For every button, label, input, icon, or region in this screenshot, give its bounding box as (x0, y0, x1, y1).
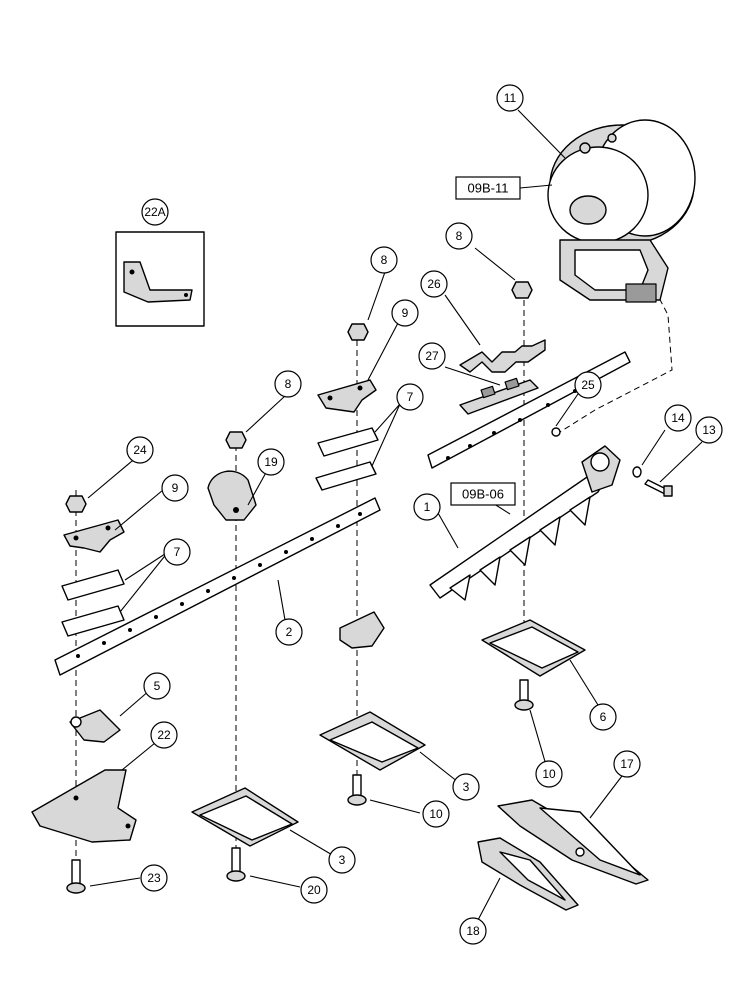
callout-19: 19 (257, 448, 285, 476)
svg-text:18: 18 (466, 924, 480, 938)
svg-text:6: 6 (600, 710, 607, 724)
svg-text:23: 23 (147, 871, 161, 885)
svg-text:26: 26 (427, 277, 441, 291)
part-10-bolts (347, 679, 534, 806)
part-23 (66, 859, 86, 894)
part-13 (644, 479, 673, 497)
part-1-knife (429, 445, 621, 601)
callout-26: 26 (420, 270, 448, 298)
svg-text:11: 11 (504, 91, 517, 105)
svg-text:9: 9 (402, 306, 409, 320)
part-14 (632, 466, 642, 478)
ref-09b-11: 09B-11 (455, 176, 521, 200)
svg-text:5: 5 (154, 679, 161, 693)
callout-22: 22 (150, 721, 178, 749)
part-9-left (63, 519, 125, 553)
part-2-bar (54, 497, 381, 676)
gearbox-assembly (547, 119, 696, 303)
svg-text:1: 1 (424, 500, 431, 514)
callout-8-left: 8 (274, 370, 302, 398)
part-26 (459, 339, 546, 373)
svg-text:9: 9 (172, 481, 179, 495)
callout-6: 6 (589, 703, 617, 731)
part-3-guard-lower (191, 787, 299, 847)
hold-down-clip (339, 611, 385, 649)
part-7-center (315, 427, 379, 491)
part-3-guard-center (319, 711, 426, 771)
svg-text:14: 14 (671, 411, 685, 425)
svg-text:2: 2 (286, 625, 293, 639)
callout-27: 27 (418, 342, 446, 370)
callout-14: 14 (664, 404, 692, 432)
part-22 (31, 769, 137, 843)
part-5 (69, 709, 121, 743)
callout-10-right: 10 (535, 760, 563, 788)
callout-11: 11 (496, 84, 524, 112)
callout-10-center: 10 (422, 800, 450, 828)
callout-1: 1 (413, 493, 441, 521)
svg-text:8: 8 (381, 253, 388, 267)
callout-20: 20 (300, 876, 328, 904)
svg-text:8: 8 (456, 229, 463, 243)
svg-text:3: 3 (339, 853, 346, 867)
callout-13: 13 (695, 416, 723, 444)
callout-7-center: 7 (396, 383, 424, 411)
callout-22a: 22A (141, 198, 169, 226)
callout-3-center: 3 (452, 773, 480, 801)
svg-text:25: 25 (581, 378, 595, 392)
callout-5: 5 (143, 672, 171, 700)
part-8-nuts (225, 281, 533, 449)
callout-24: 24 (126, 436, 154, 464)
svg-text:22A: 22A (144, 205, 165, 219)
callout-25: 25 (574, 371, 602, 399)
ref-09b-06-label: 09B-06 (462, 487, 504, 502)
part-19 (207, 470, 257, 521)
callout-7-left: 7 (163, 538, 191, 566)
svg-text:19: 19 (264, 455, 278, 469)
callout-9-left: 9 (161, 474, 189, 502)
svg-text:8: 8 (285, 377, 292, 391)
svg-text:7: 7 (174, 545, 181, 559)
svg-text:27: 27 (425, 349, 439, 363)
callout-8-center: 8 (370, 246, 398, 274)
svg-text:24: 24 (133, 443, 147, 457)
callout-23: 23 (140, 864, 168, 892)
part-18 (477, 837, 579, 911)
part-27 (459, 377, 539, 415)
svg-text:3: 3 (463, 780, 470, 794)
callout-9-center: 9 (391, 299, 419, 327)
svg-text:20: 20 (307, 883, 321, 897)
callout-3-lower: 3 (328, 846, 356, 874)
svg-text:22: 22 (157, 728, 171, 742)
part-24 (65, 495, 87, 513)
svg-text:10: 10 (429, 807, 443, 821)
svg-text:13: 13 (702, 423, 716, 437)
ref-09b-11-label: 09B-11 (468, 181, 509, 196)
svg-text:7: 7 (407, 390, 414, 404)
part-9-center (317, 379, 377, 413)
part-7-left (61, 569, 125, 637)
callout-17: 17 (613, 750, 641, 778)
callout-18: 18 (459, 917, 487, 945)
callout-8-upper-right: 8 (445, 222, 473, 250)
part-25 (551, 427, 561, 437)
part-17 (497, 799, 649, 885)
part-20 (226, 847, 246, 882)
part-6-guard (481, 619, 586, 677)
ref-09b-06: 09B-06 (450, 482, 516, 506)
svg-text:17: 17 (620, 757, 634, 771)
inset-22a (115, 231, 205, 327)
svg-text:10: 10 (542, 767, 556, 781)
callout-2: 2 (275, 618, 303, 646)
